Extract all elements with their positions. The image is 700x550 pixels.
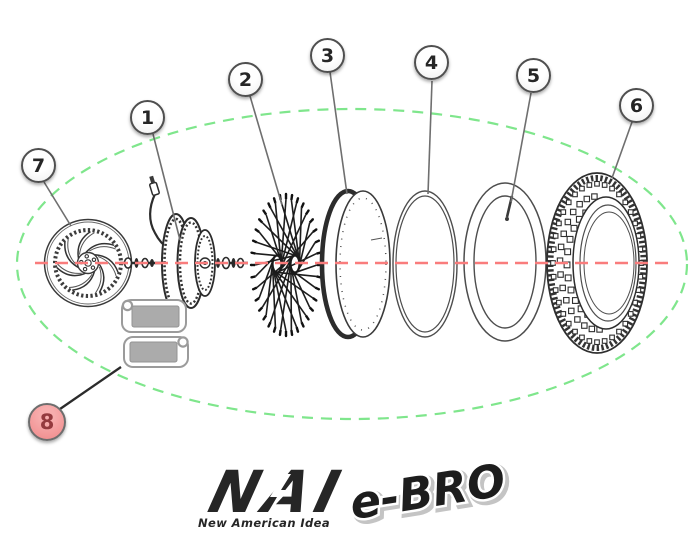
- callout-3[interactable]: 3: [310, 38, 345, 73]
- assembly-boundary-ellipse: [15, 107, 689, 421]
- leader-5: [510, 92, 532, 203]
- leader-1: [152, 133, 181, 241]
- callout-3-number: 3: [320, 44, 335, 67]
- nai-tagline: New American Idea: [198, 516, 330, 530]
- brake-pads-illustration: [121, 299, 189, 368]
- hub-motor-illustration: [120, 175, 248, 313]
- callout-2-number: 2: [238, 68, 253, 91]
- leader-3: [329, 71, 348, 195]
- brake-pad-top: [121, 299, 187, 333]
- leader-8: [59, 366, 122, 410]
- ebro-logo: e-BRO e-BRO: [344, 451, 516, 536]
- spoke-set-illustration: [249, 192, 323, 338]
- leader-7: [43, 181, 72, 227]
- leader-6: [611, 121, 633, 179]
- disc-blades: [56, 230, 119, 294]
- callout-6-number: 6: [629, 94, 644, 117]
- callout-4-number: 4: [424, 51, 439, 74]
- brake-pad-bottom: [123, 336, 189, 368]
- callout-5[interactable]: 5: [516, 58, 551, 93]
- callout-8[interactable]: 8: [28, 403, 66, 441]
- callout-6[interactable]: 6: [619, 88, 654, 123]
- callout-1-number: 1: [140, 106, 155, 129]
- callout-8-number: 8: [39, 410, 55, 434]
- lightning-bolt-icon: [267, 474, 291, 514]
- callout-5-number: 5: [526, 64, 541, 87]
- callout-2[interactable]: 2: [228, 62, 263, 97]
- leader-4: [427, 80, 433, 195]
- leader-2: [249, 95, 283, 206]
- nai-logo: NAI New American Idea: [198, 458, 352, 530]
- callout-7-number: 7: [31, 154, 46, 177]
- callout-leader-lines: [43, 71, 633, 410]
- callout-7[interactable]: 7: [21, 148, 56, 183]
- callout-4[interactable]: 4: [414, 45, 449, 80]
- callout-1[interactable]: 1: [130, 100, 165, 135]
